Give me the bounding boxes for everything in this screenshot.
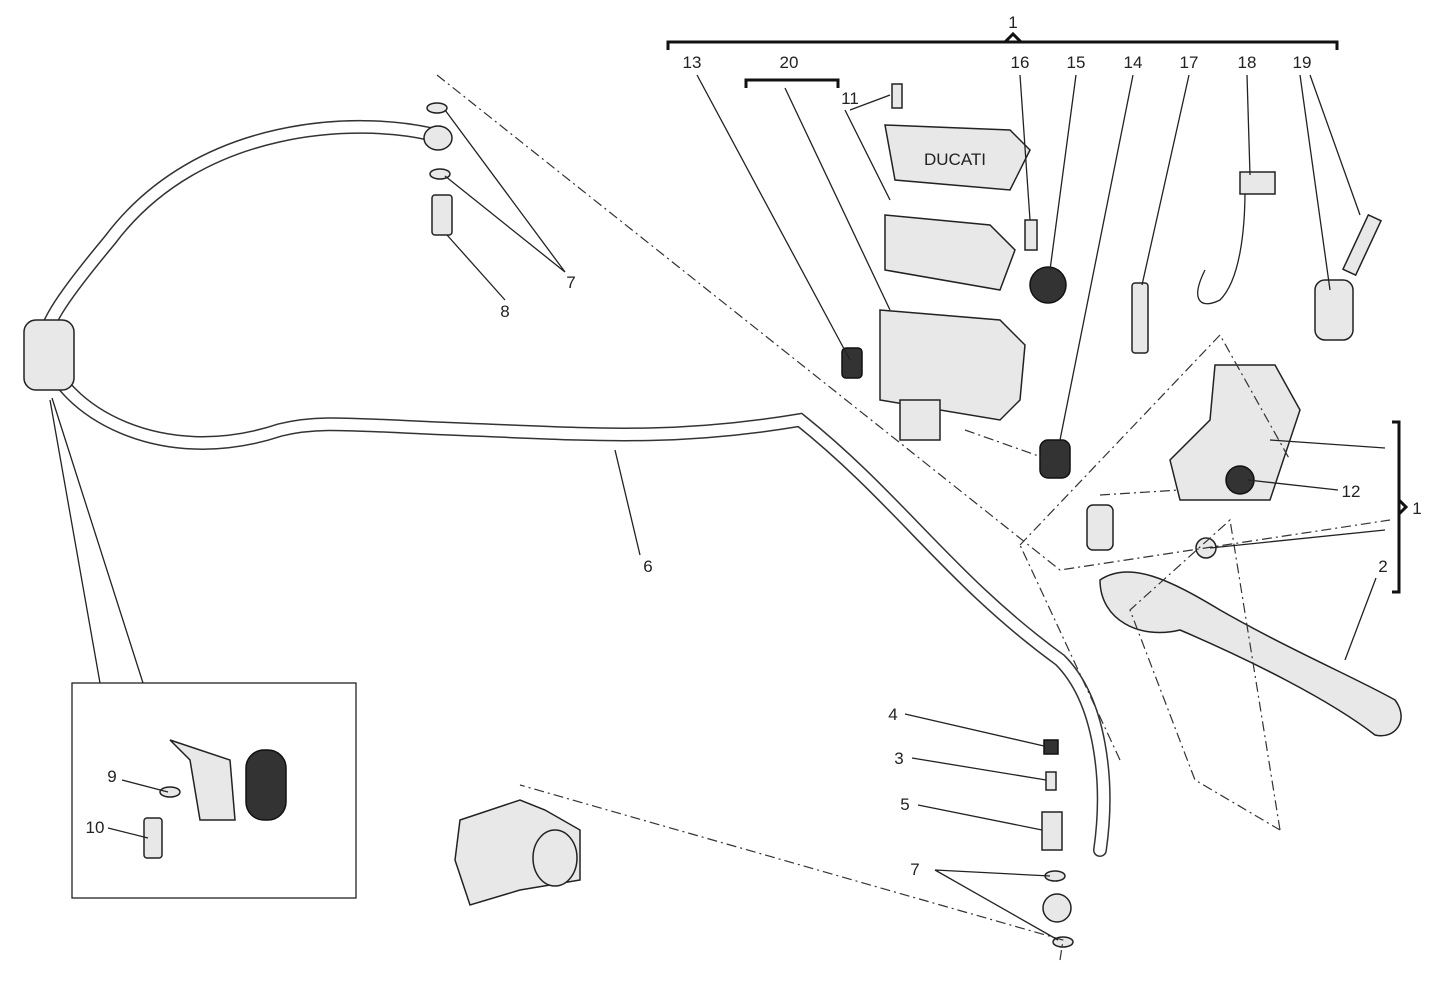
reservoir-body	[879, 309, 1026, 421]
callout-1-right: 1	[1412, 499, 1421, 518]
callout-3: 3	[894, 749, 903, 768]
bleed-cap-4	[1043, 739, 1059, 755]
clutch-hose	[37, 119, 1111, 857]
callout-4: 4	[888, 705, 897, 724]
group-bracket-right	[1392, 420, 1409, 594]
callout-15: 15	[1067, 53, 1086, 72]
washer-top-1	[426, 102, 448, 114]
alignment-lines	[436, 74, 1391, 961]
callout-5: 5	[900, 795, 909, 814]
banjo-bolt-8	[431, 194, 453, 236]
callout-7-top: 7	[566, 273, 575, 292]
inset-grommet	[245, 749, 287, 821]
group-bracket-20	[744, 78, 840, 88]
bushing-12	[1225, 465, 1255, 495]
clamp-19	[1314, 279, 1354, 341]
leader-lines	[107, 74, 1386, 941]
inset-screw-10	[143, 817, 163, 859]
callout-2: 2	[1378, 557, 1387, 576]
lever-bushing	[1086, 504, 1114, 551]
callout-17: 17	[1180, 53, 1199, 72]
screw-11	[891, 83, 903, 109]
switch-wire-18	[1197, 189, 1246, 305]
clamp-screw-19	[1341, 213, 1383, 277]
plug-13	[841, 347, 863, 379]
banjo-fitting-bottom	[1042, 893, 1072, 923]
detail-inset-frame	[71, 682, 357, 899]
callout-20: 20	[780, 53, 799, 72]
master-cylinder-body	[1169, 364, 1301, 501]
pin-17	[1131, 282, 1149, 354]
callout-labels: 1 13 20 11 16 15 14 17 18 19 7 8 6 12 1 …	[86, 13, 1422, 879]
reservoir-cap	[884, 124, 1031, 191]
slave-cylinder-bore	[532, 829, 578, 887]
top-banjo-fitting	[423, 125, 453, 151]
callout-18: 18	[1238, 53, 1257, 72]
callout-13: 13	[683, 53, 702, 72]
bleed-valve-3	[1045, 771, 1057, 791]
callout-16: 16	[1011, 53, 1030, 72]
reservoir-gasket	[884, 214, 1016, 291]
callout-1-top: 1	[1008, 13, 1017, 32]
grommet-15	[1029, 266, 1067, 304]
inset-clip	[169, 739, 236, 821]
callout-9: 9	[107, 767, 116, 786]
callout-12: 12	[1342, 482, 1361, 501]
callout-6: 6	[643, 557, 652, 576]
callout-7-bottom: 7	[910, 860, 919, 879]
callout-11: 11	[841, 89, 859, 108]
clutch-switch-18	[1239, 171, 1276, 195]
callout-14: 14	[1124, 53, 1143, 72]
callout-8: 8	[500, 302, 509, 321]
clutch-lever-2	[1099, 571, 1402, 737]
group-bracket-top	[666, 31, 1339, 50]
reservoir-bottom	[899, 399, 941, 441]
boot-14	[1039, 439, 1071, 479]
bleed-bolt-5	[1041, 811, 1063, 851]
reservoir-cap-logo: DUCATI	[924, 150, 986, 169]
screw-16	[1024, 219, 1038, 251]
inset-washer-9	[159, 786, 181, 798]
callout-10: 10	[86, 818, 105, 837]
hose-clip	[23, 319, 75, 391]
callout-19: 19	[1293, 53, 1312, 72]
